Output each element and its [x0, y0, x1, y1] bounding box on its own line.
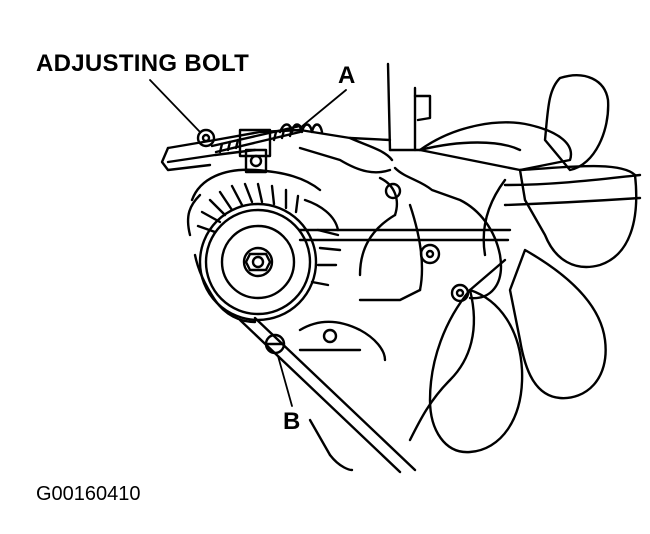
adjusting-bracket — [160, 123, 394, 174]
alternator — [186, 168, 342, 324]
pivot-bolt — [264, 333, 286, 355]
callout-a-label: A — [338, 62, 356, 89]
leader-lines — [149, 79, 347, 407]
adjusting-bolt-label: ADJUSTING BOLT — [36, 50, 250, 77]
leader-b — [277, 355, 293, 407]
cooling-fan — [418, 74, 638, 454]
mounting-bracket — [298, 166, 503, 362]
callout-b-label: B — [283, 408, 301, 435]
figure-code: G00160410 — [36, 483, 141, 505]
leader-a — [299, 89, 347, 129]
leader-adjusting-bolt — [149, 79, 201, 133]
alternator-pulley — [198, 202, 318, 322]
